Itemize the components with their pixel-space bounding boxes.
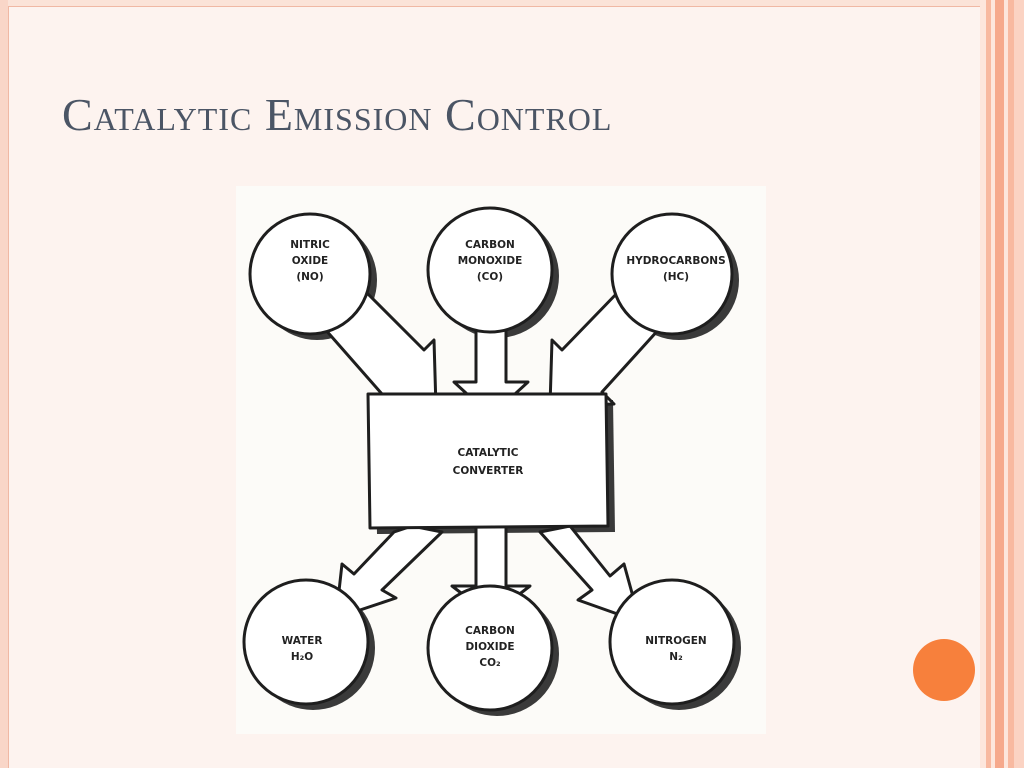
water-line1: WATER <box>282 635 323 647</box>
carbon-dioxide-line1: CARBON <box>465 625 515 637</box>
slide-title: Catalytic Emission Control <box>62 89 613 140</box>
nitric-oxide-line1: NITRIC <box>290 239 330 251</box>
left-frame-border <box>0 0 9 768</box>
carbon-monoxide-line2: MONOXIDE <box>458 255 523 267</box>
converter-box <box>366 392 610 530</box>
nitrogen-line1: NITROGEN <box>645 635 706 647</box>
nitric-oxide-line2: OXIDE <box>292 255 328 267</box>
nitrogen-line2: N₂ <box>669 651 683 663</box>
orange-accent-dot <box>913 639 975 701</box>
carbon-dioxide-line3: CO₂ <box>479 657 501 669</box>
hydrocarbons-line2: (HC) <box>663 271 689 283</box>
converter-label-line1: CATALYTIC <box>458 447 519 459</box>
water-line2: H₂O <box>291 651 313 663</box>
right-decorative-stripes <box>980 0 1024 768</box>
carbon-dioxide-line2: DIOXIDE <box>465 641 514 653</box>
nitric-oxide-line3: (NO) <box>296 271 323 283</box>
carbon-monoxide-line1: CARBON <box>465 239 515 251</box>
diagram-svg: CATALYTIC CONVERTER NITRIC OXIDE (NO) CA… <box>242 206 741 716</box>
catalytic-converter-diagram: CATALYTIC CONVERTER NITRIC OXIDE (NO) CA… <box>236 186 766 734</box>
converter-label-line2: CONVERTER <box>453 465 524 477</box>
carbon-monoxide-line3: (CO) <box>477 271 503 283</box>
top-frame-border <box>8 0 984 7</box>
hydrocarbons-line1: HYDROCARBONS <box>626 255 725 267</box>
